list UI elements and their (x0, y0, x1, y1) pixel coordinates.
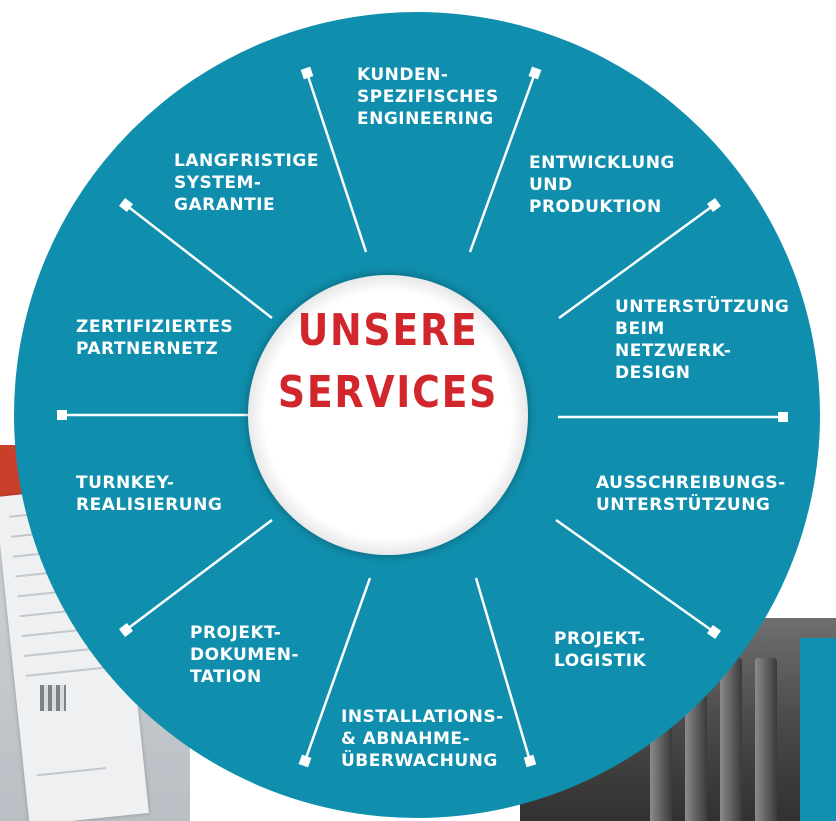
center-circle (248, 275, 528, 555)
spoke-end-marker (528, 66, 542, 80)
service-label-dokumentation: PROJEKT- DOKUMEN- TATION (190, 623, 300, 687)
spoke-end-marker (118, 622, 134, 638)
spoke-line (125, 519, 273, 631)
service-label-garantie: LANGFRISTIGE SYSTEM- GARANTIE (174, 151, 319, 215)
spoke-line (558, 203, 715, 320)
service-label-turnkey: TURNKEY- REALISIERUNG (76, 473, 223, 515)
spoke-line (125, 204, 273, 319)
spoke-end-marker (707, 625, 721, 639)
spoke-end-marker (300, 66, 314, 80)
spoke-end-marker (57, 410, 67, 420)
spoke-end-marker (707, 198, 721, 212)
service-label-installation: INSTALLATIONS- & ABNAHME- ÜBERWACHUNG (341, 707, 504, 771)
teal-accent-bar (800, 638, 836, 821)
spoke-end-marker (298, 754, 312, 768)
qr-code-icon (40, 685, 66, 711)
spoke-line (555, 518, 715, 634)
center-title-line2: SERVICES (277, 367, 499, 418)
service-label-entwicklung: ENTWICKLUNG UND PRODUKTION (529, 153, 675, 217)
service-label-partnernetz: ZERTIFIZIERTES PARTNERNETZ (76, 317, 234, 359)
center-title-line1: UNSERE (297, 305, 479, 356)
hardware-blade (720, 658, 742, 821)
service-label-logistik: PROJEKT- LOGISTIK (554, 629, 647, 671)
spoke-line (468, 72, 537, 253)
spoke-end-marker (118, 197, 134, 213)
service-label-netzwerk: UNTERSTÜTZUNG BEIM NETZWERK- DESIGN (615, 297, 790, 383)
spokes-group (57, 66, 788, 768)
service-label-kunden: KUNDEN- SPEZIFISCHES ENGINEERING (357, 65, 499, 129)
hardware-blade (755, 658, 777, 821)
spoke-line (474, 577, 532, 762)
center-title: UNSERE SERVICES (259, 300, 517, 424)
spoke-line (305, 72, 368, 253)
spoke-line (303, 577, 372, 762)
spoke-end-marker (778, 412, 788, 422)
spoke-end-marker (523, 754, 537, 768)
service-label-ausschreibung: AUSSCHREIBUNGS- UNTERSTÜTZUNG (596, 473, 786, 515)
